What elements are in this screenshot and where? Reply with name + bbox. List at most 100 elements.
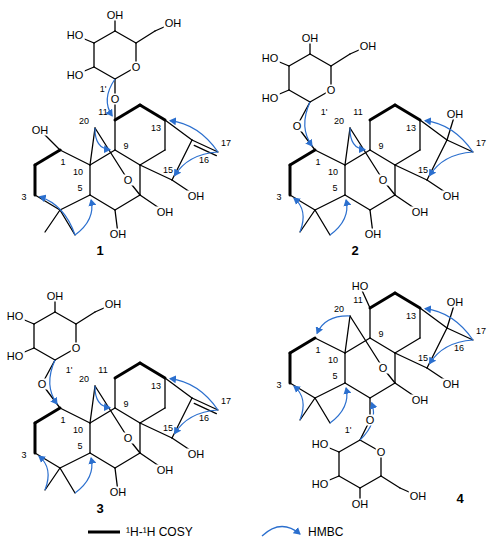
locant-number: 10: [327, 356, 339, 365]
cosy-bond: [140, 105, 165, 120]
bond: [90, 128, 95, 165]
bond: [60, 210, 75, 235]
hmbc-arrow: [75, 458, 92, 493]
compound-number: 4: [455, 492, 464, 505]
bond: [315, 398, 330, 423]
locant-number: 9: [377, 330, 384, 339]
sugar-bond: [289, 54, 310, 66]
hmbc-arrow: [425, 309, 473, 340]
compound-number: 2: [350, 244, 359, 257]
locant-number: 16: [453, 344, 465, 353]
cosy-sample: [88, 531, 120, 534]
locant-number: 9: [377, 142, 384, 151]
atom-label: OH: [301, 33, 320, 44]
atom-label: O: [123, 433, 134, 444]
sugar-bond: [310, 54, 331, 66]
hmbc-arrow: [50, 360, 57, 404]
locant-number: 1: [59, 416, 66, 425]
locant-number: 20: [333, 305, 345, 314]
bond: [114, 120, 115, 150]
atom-label: HO: [311, 479, 330, 490]
bond: [140, 408, 165, 423]
bond: [90, 386, 95, 423]
atom-label: OH: [109, 229, 128, 240]
atom-label: O: [378, 175, 389, 186]
locant-number: 20: [78, 117, 90, 126]
sugar-bond: [331, 54, 350, 66]
hmbc-arrow: [294, 386, 303, 420]
locant-number: 17: [220, 397, 232, 406]
hmbc-arrow: [430, 340, 473, 364]
atom-label: OH: [442, 379, 461, 390]
bond: [165, 120, 192, 140]
hmbc-arrow: [330, 200, 347, 235]
atom-label: HO: [66, 70, 85, 81]
hmbc-arrow: [95, 128, 110, 150]
hmbc-arrow: [317, 316, 350, 333]
cosy-bond: [370, 293, 395, 308]
bond: [315, 210, 330, 235]
locant-number: 13: [405, 312, 417, 321]
atom-label: OH: [442, 191, 461, 202]
locant-number: 16: [198, 156, 210, 165]
locant-number: 1': [320, 108, 329, 117]
bond: [90, 408, 115, 423]
bond: [89, 165, 90, 195]
locant-number: 13: [150, 124, 162, 133]
atom-label: O: [365, 415, 376, 426]
atom-label: OH: [351, 499, 370, 510]
hmbc-arrow: [175, 152, 218, 176]
locant-number: 3: [275, 193, 282, 202]
bond: [164, 120, 165, 150]
locant-number: 9: [122, 142, 129, 151]
sugar-bond: [34, 348, 55, 360]
bond: [370, 195, 395, 210]
hmbc-arrow: [425, 121, 473, 152]
sugar-bond: [360, 476, 381, 488]
bond: [139, 165, 140, 195]
atom-label: O: [123, 175, 134, 186]
bond: [114, 378, 115, 408]
bond: [60, 468, 75, 493]
atom-label: OH: [156, 465, 175, 476]
bond: [344, 353, 345, 383]
cosy-bond: [35, 408, 60, 423]
sugar-bond: [381, 476, 400, 488]
locant-number: 3: [20, 451, 27, 460]
locant-number: 16: [198, 414, 210, 423]
sugar-bond: [93, 43, 94, 67]
bond: [370, 150, 395, 165]
locant-number: 9: [122, 400, 129, 409]
atom-label: OH: [409, 491, 428, 502]
locant-number: 1: [314, 346, 321, 355]
cosy-bond: [370, 105, 395, 120]
cosy-bond: [289, 353, 292, 383]
atom-label: OH: [31, 125, 50, 136]
sugar-bond: [94, 31, 115, 43]
atom-label: O: [326, 85, 337, 96]
sugar-bond: [115, 31, 136, 43]
atom-label: OH: [46, 291, 65, 302]
atom-label: OH: [164, 18, 183, 29]
sugar-bond: [339, 476, 360, 488]
bond: [139, 423, 140, 453]
sugar-bond: [34, 312, 55, 324]
bond: [90, 150, 115, 165]
bond: [369, 308, 370, 338]
cosy-bond: [115, 363, 140, 378]
hmbc-arrow: [430, 152, 473, 176]
cosy-bond: [395, 293, 420, 308]
bond: [115, 195, 140, 210]
hmbc-arrow: [330, 388, 347, 423]
compound-number: 1: [95, 244, 104, 257]
atom-label: OH: [359, 41, 378, 52]
bond: [60, 195, 90, 210]
locant-number: 3: [20, 193, 27, 202]
hmbc-arrow: [305, 102, 312, 146]
locant-number: 3: [275, 381, 282, 390]
sugar-bond: [33, 324, 34, 348]
locant-number: 11: [352, 108, 363, 117]
hmbc-arrow: [75, 200, 92, 235]
bond: [419, 120, 420, 150]
